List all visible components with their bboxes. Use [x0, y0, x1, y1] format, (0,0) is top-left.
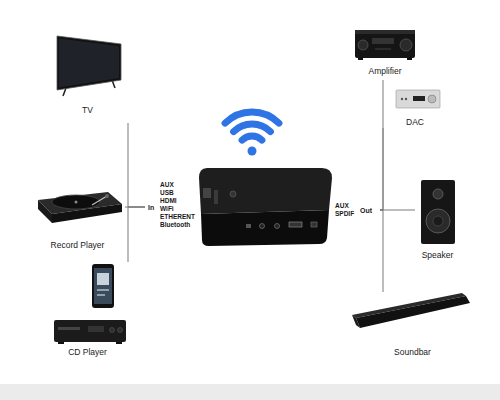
soundbar-illustration: [352, 293, 470, 328]
device-label: Record Player: [30, 240, 125, 250]
device-label: TV: [45, 105, 130, 115]
connector-line: [128, 207, 145, 262]
device-node: DAC: [380, 86, 450, 128]
connector-line: [125, 207, 145, 208]
device-label: Amplifier: [345, 66, 425, 76]
hub-node: InAUX USB HDMI WiFi ETHERENT BluetoothAU…: [145, 175, 380, 240]
connector-line: [380, 128, 383, 210]
device-node: Soundbar: [350, 292, 475, 362]
speaker-illustration: [421, 180, 455, 244]
cd-player-illustration: [54, 264, 126, 344]
amplifier-illustration: [355, 30, 415, 60]
connector-line: [380, 80, 383, 210]
port-label: AUX USB HDMI WiFi ETHERENT Bluetooth: [160, 181, 204, 229]
port-label: Out: [360, 206, 380, 215]
device-node: Speaker: [415, 175, 460, 262]
footer-band: [0, 384, 500, 400]
tv-illustration: [57, 36, 121, 96]
device-node: CD Player: [45, 262, 130, 362]
dac-illustration: [396, 90, 440, 108]
port-label: In: [148, 203, 160, 212]
connector-line: [128, 123, 145, 207]
device-node: Amplifier: [345, 26, 425, 80]
device-label: DAC: [380, 117, 450, 127]
connector-line: [380, 210, 415, 211]
device-label: CD Player: [45, 347, 130, 357]
device-label: Soundbar: [350, 347, 475, 357]
device-node: TV: [45, 28, 130, 123]
record-player-illustration: [38, 192, 122, 223]
wifi-symbol: [225, 112, 279, 156]
connector-line: [380, 210, 383, 292]
device-label: Speaker: [415, 250, 460, 260]
device-node: Record Player: [30, 180, 125, 255]
streamer-device: [199, 168, 332, 246]
